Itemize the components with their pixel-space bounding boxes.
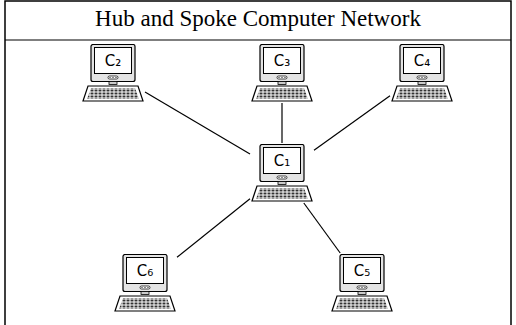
computer-label: C₂ bbox=[95, 48, 131, 73]
computer-node: C₄ bbox=[391, 44, 453, 102]
outer-border bbox=[5, 1, 511, 325]
title-rule bbox=[5, 39, 511, 40]
computer-label: C₆ bbox=[127, 258, 163, 283]
computer-node: C₆ bbox=[114, 254, 176, 312]
network-link bbox=[314, 96, 390, 150]
network-link bbox=[145, 92, 250, 154]
diagram-title: Hub and Spoke Computer Network bbox=[6, 6, 510, 32]
network-link bbox=[281, 103, 282, 143]
computer-node: C₅ bbox=[331, 254, 393, 312]
computer-node: C₃ bbox=[251, 44, 313, 102]
computer-node: C₁ bbox=[251, 144, 313, 202]
computer-label: C₄ bbox=[404, 48, 440, 73]
computer-node: C₂ bbox=[82, 44, 144, 102]
computer-label: C₃ bbox=[264, 48, 300, 73]
network-link bbox=[304, 203, 340, 253]
computer-label: C₁ bbox=[264, 148, 300, 173]
computer-label: C₅ bbox=[344, 258, 380, 283]
network-link bbox=[177, 199, 250, 258]
